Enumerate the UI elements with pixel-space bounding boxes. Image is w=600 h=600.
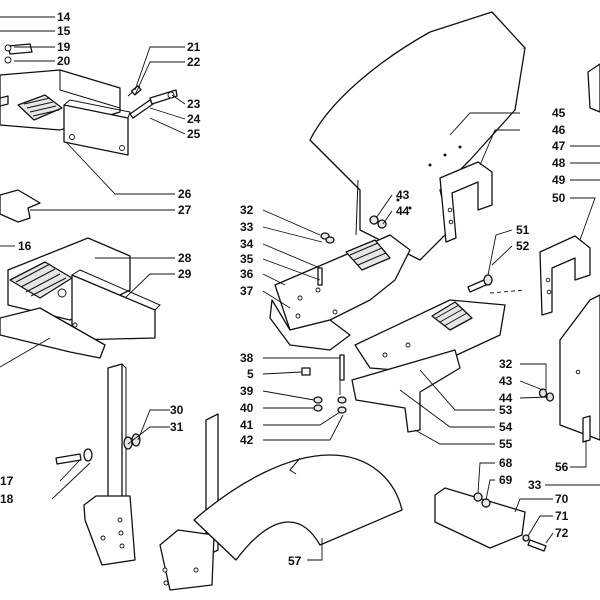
callout-71: 71: [555, 509, 569, 523]
callout-50: 50: [552, 191, 566, 205]
callout-39: 39: [240, 384, 254, 398]
callout-labels: 14 15 19 20 21 22 23 24 25 26 27 16 28 2…: [0, 10, 569, 568]
bracket-plate-part: [63, 99, 131, 156]
lower-bracket-part: [351, 349, 461, 433]
callout-30: 30: [170, 403, 184, 417]
callout-42: 42: [240, 433, 254, 447]
callout-46: 46: [552, 123, 566, 137]
upright-post-center: [159, 413, 219, 591]
callout-37: 37: [240, 284, 254, 298]
callout-18: 18: [0, 492, 14, 506]
callout-70: 70: [555, 492, 569, 506]
callout-43-right: 43: [499, 374, 513, 388]
callout-54: 54: [499, 420, 513, 434]
callout-52: 52: [516, 239, 530, 253]
flat-gasket-part: [0, 189, 41, 223]
right-bracket-part: [539, 235, 591, 316]
callout-19: 19: [57, 40, 71, 54]
callout-48: 48: [552, 156, 566, 170]
washers-right-part: [538, 388, 555, 402]
rear-fender-part: [193, 454, 403, 561]
callout-31: 31: [170, 420, 184, 434]
callout-40: 40: [240, 401, 254, 415]
callout-28: 28: [178, 251, 192, 265]
callout-32-right: 32: [499, 357, 513, 371]
callout-53: 53: [499, 403, 513, 417]
fender-bracket-part: [439, 161, 493, 243]
callout-15: 15: [57, 24, 71, 38]
callout-43: 43: [396, 188, 410, 202]
callout-33-right: 33: [528, 478, 542, 492]
callout-27: 27: [178, 203, 192, 217]
leader-lines: [0, 16, 600, 561]
step-bracket-assembly: [269, 234, 411, 351]
callout-33: 33: [240, 220, 254, 234]
callout-47: 47: [552, 139, 566, 153]
callout-44-right: 44: [499, 391, 513, 405]
side-plate-part: [71, 269, 161, 341]
callout-22: 22: [187, 55, 201, 69]
callout-68: 68: [499, 456, 513, 470]
middle-step-plate-part: [354, 299, 506, 373]
callout-25: 25: [187, 127, 201, 141]
callout-16: 16: [18, 239, 32, 253]
bolt-51-52-part: [467, 274, 526, 294]
bolt-washers-part: [55, 433, 141, 465]
callout-41: 41: [240, 418, 254, 432]
bolts-center-part: [301, 354, 347, 414]
callout-45: 45: [552, 106, 566, 120]
callout-5: 5: [247, 367, 254, 381]
bolt-set-part: [127, 85, 178, 119]
right-fender-fragment: [559, 63, 600, 443]
callout-26: 26: [178, 187, 192, 201]
callout-51: 51: [516, 223, 530, 237]
callout-57: 57: [288, 554, 302, 568]
callout-20: 20: [57, 54, 71, 68]
callout-55: 55: [499, 437, 513, 451]
callout-34: 34: [240, 237, 254, 251]
mount-plate-part: [0, 307, 106, 359]
bottom-plate-part: [434, 487, 547, 552]
upright-post-left: [83, 363, 136, 566]
callout-36: 36: [240, 267, 254, 281]
callout-35: 35: [240, 252, 254, 266]
callout-56: 56: [555, 460, 569, 474]
callout-38: 38: [240, 351, 254, 365]
callout-24: 24: [187, 112, 201, 126]
callout-21: 21: [187, 40, 201, 54]
callout-29: 29: [178, 267, 192, 281]
callout-23: 23: [187, 97, 201, 111]
callout-69: 69: [499, 473, 513, 487]
large-fender-part: [309, 11, 526, 261]
small-plate-part: [4, 43, 33, 64]
callout-14: 14: [57, 10, 71, 24]
callout-72: 72: [555, 526, 569, 540]
callout-17: 17: [0, 474, 14, 488]
callout-44: 44: [396, 204, 410, 218]
callout-32: 32: [240, 203, 254, 217]
callout-49: 49: [552, 173, 566, 187]
